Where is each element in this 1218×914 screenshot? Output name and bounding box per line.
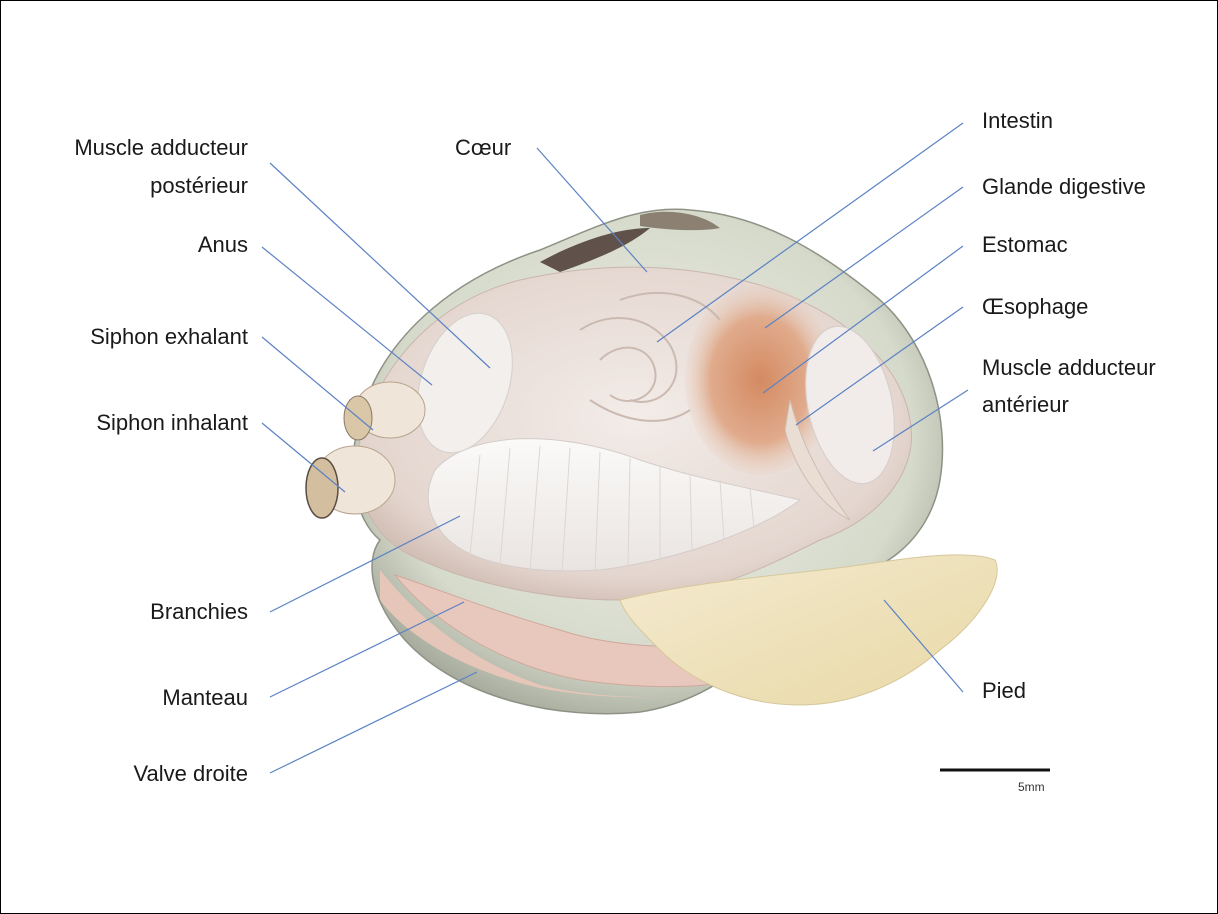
label-muscle-anterieur-1: Muscle adducteur bbox=[982, 355, 1156, 380]
label-estomac: Estomac bbox=[982, 232, 1068, 257]
leader-muscle-posterieur bbox=[270, 163, 490, 368]
label-siphon-exhalant: Siphon exhalant bbox=[90, 324, 248, 349]
scale-bar-label: 5mm bbox=[1018, 780, 1045, 794]
label-siphon-inhalant: Siphon inhalant bbox=[96, 410, 248, 435]
label-muscle-posterieur-1: Muscle adducteur bbox=[74, 135, 248, 160]
label-anus: Anus bbox=[198, 232, 248, 257]
labels-right: Intestin Glande digestive Estomac Œsopha… bbox=[982, 108, 1156, 703]
label-muscle-anterieur-2: antérieur bbox=[982, 392, 1069, 417]
label-valve-droite: Valve droite bbox=[133, 761, 248, 786]
label-manteau: Manteau bbox=[162, 685, 248, 710]
labels-top: Cœur bbox=[455, 135, 511, 160]
label-branchies: Branchies bbox=[150, 599, 248, 624]
label-muscle-posterieur-2: postérieur bbox=[150, 173, 248, 198]
label-intestin: Intestin bbox=[982, 108, 1053, 133]
label-glande-digestive: Glande digestive bbox=[982, 174, 1146, 199]
clam-illustration bbox=[306, 209, 997, 713]
leader-anus bbox=[262, 247, 432, 385]
label-pied: Pied bbox=[982, 678, 1026, 703]
leader-siphon-exhalant bbox=[262, 337, 373, 430]
leader-valve-droite bbox=[270, 672, 477, 773]
label-oesophage: Œsophage bbox=[982, 294, 1088, 319]
labels-left: Muscle adducteur postérieur Anus Siphon … bbox=[74, 135, 248, 786]
scale-bar: 5mm bbox=[940, 770, 1050, 794]
label-coeur: Cœur bbox=[455, 135, 511, 160]
